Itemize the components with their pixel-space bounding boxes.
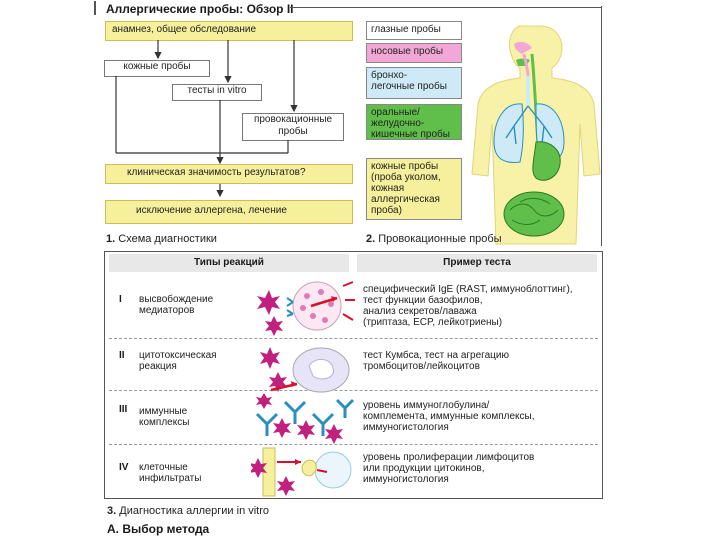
type-2-illustration [260,347,350,393]
row-label-2-line-1: цитотоксическая [139,350,217,361]
release-arrows [342,281,355,321]
row-number-3: III [119,404,128,415]
row-example-1-line-2: тест функции базофилов, [363,295,483,306]
row-label-4-line-2: инфильтраты [139,473,202,484]
type-3-illustration [255,393,355,444]
provocation-test-1: глазные пробы [366,21,462,40]
scheme-caption-text: Схема диагностики [118,233,217,245]
reaction-illustrations [251,281,355,497]
clinical-significance-label: клиническая значимость результатов? [127,167,306,178]
row-example-4-line-3: иммуногистология [363,474,449,485]
row-example-4-line-2: или продукции цитокинов, [363,463,485,474]
human-body-illustration [471,25,601,245]
row-example-3: уровень иммуноглобулина/ комплемента, им… [363,400,599,433]
allergen-exclusion-box [105,200,353,224]
airway [522,53,530,77]
anamnesis-box [105,21,353,41]
provocation-label-2: пробы [278,126,308,137]
row-number-4: IV [119,462,129,473]
row-example-2-line-1: тест Кумбса, тест на агрегацию [363,350,509,361]
in-vitro-caption-text: Диагностика аллергии in vitro [119,505,270,517]
row-separator-1 [109,338,598,339]
stomach [532,141,561,181]
scheme-caption: 1. Схема диагностики [106,233,217,245]
row-separator-3 [109,444,598,445]
provocation-test-2: носовые пробы [366,43,462,63]
row-example-1-line-4: (триптаза, ECP, лейкотриены) [363,317,503,328]
provocation-test-5-line-5: проба) [371,205,402,216]
bronchi [505,105,553,145]
skin-tests-box: кожные пробы [104,60,210,77]
row-label-3: иммунные комплексы [139,406,189,428]
page-title: Аллергические пробы: Обзор II [106,2,294,16]
title-rule [94,1,96,15]
provocation-test-4-line-3: кишечные пробы [371,129,450,140]
right-frame-line [601,6,602,246]
row-label-2-line-2: реакция [139,361,177,372]
provocation-test-2-line-1: носовые пробы [371,46,444,57]
row-example-1-line-3: анализ секретов/лаважа [363,306,477,317]
row-separator-2 [109,390,598,391]
nasal-cavity [514,41,532,54]
header-test-example: Пример теста [357,254,597,272]
row-label-4: клеточные инфильтраты [139,462,201,484]
provocation-label-1: провокационные [253,114,333,125]
provocation-test-1-line-1: глазные пробы [371,24,441,35]
tests-in-vitro-label: тесты in vitro [187,85,247,96]
row-label-1-line-1: высвобождение [139,294,214,305]
type-4-illustration [251,447,352,497]
provocation-test-4-line-1: оральные/ [371,107,420,118]
row-label-4-line-1: клеточные [139,462,188,473]
in-vitro-caption-number: 3. [107,505,117,517]
row-label-1-line-2: медиаторов [139,305,195,316]
provocation-test-5-line-2: (проба уколом, [371,172,441,183]
allergen-star [257,290,280,315]
row-example-4-line-1: уровень пролиферации лимфоцитов [363,452,535,463]
row-label-1: высвобождение медиаторов [139,294,213,316]
scheme-caption-number: 1. [106,233,116,245]
row-example-1: специфический IgE (RAST, иммуноблоттинг)… [363,284,599,328]
row-label-2: цитотоксическая реакция [139,350,217,372]
provocation-test-3-line-1: бронхо- [371,70,408,81]
anamnesis-label: анамнез, общее обследование [112,24,257,35]
in-vitro-caption: 3. Диагностика аллергии in vitro [107,505,269,517]
row-number-2: II [119,350,125,361]
clinical-significance-box [105,164,353,184]
provocation-caption: 2. Провокационные пробы [366,233,502,245]
provocation-test-4-line-2: желудочно- [371,118,425,129]
provocation-test-4: оральные/желудочно-кишечные пробы [366,104,462,140]
skin-tests-label: кожные пробы [123,61,191,72]
top-frame-line [290,7,602,8]
provocation-caption-number: 2. [366,233,376,245]
section-footer: А. Выбор метода [107,522,210,536]
row-label-3-line-2: комплексы [139,417,190,428]
row-example-4: уровень пролиферации лимфоцитов или прод… [363,452,599,485]
row-example-3-line-2: комплемента, иммунные комплексы, [363,411,535,422]
intestine-loops [509,197,559,225]
provocation-caption-text: Провокационные пробы [378,233,502,245]
provocation-test-3-line-2: легочные пробы [371,81,447,92]
row-example-2-line-2: тромбоцитов/лейкоцитов [363,361,480,372]
row-example-2: тест Кумбса, тест на агрегацию тромбоцит… [363,350,599,372]
scheme-arrows [115,40,298,198]
provocation-test-5-line-4: аллергическая [371,194,440,205]
provocation-test-5-line-1: кожные пробы [371,161,439,172]
row-example-3-line-1: уровень иммуноглобулина/ [363,400,490,411]
provocation-test-3: бронхо-легочные пробы [366,67,462,99]
allergen-exclusion-label: исключение аллергена, лечение [136,205,287,216]
mast-cell [292,281,342,331]
row-example-1-line-1: специфический IgE (RAST, иммуноблоттинг)… [363,284,573,295]
provocation-tests-box: провокационные пробы [242,113,344,141]
row-number-1: I [119,294,122,305]
row-label-3-line-1: иммунные [139,406,188,417]
ige-antibodies [286,297,294,317]
reaction-types-table: Типы реакций Пример теста I высвобождени… [104,251,603,499]
provocation-test-5-line-3: кожная [371,183,405,194]
row-example-3-line-3: иммуногистология [363,422,449,433]
type-1-illustration [257,281,355,336]
header-reaction-types: Типы реакций [109,254,349,272]
tests-in-vitro-box: тесты in vitro [172,84,262,101]
